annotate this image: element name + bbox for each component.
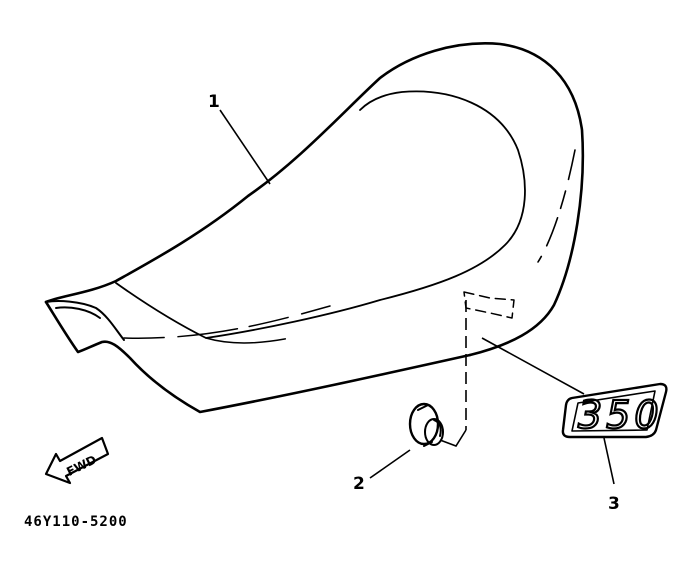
emblem-text: 350 xyxy=(578,393,663,437)
seat-surface-rear xyxy=(115,90,526,339)
fwd-arrow: FWD xyxy=(44,436,110,485)
seat-outline-bottom xyxy=(44,300,472,414)
seat-part xyxy=(44,42,585,414)
seat-front-lip xyxy=(45,300,125,341)
badge-mount-outline xyxy=(463,291,515,430)
badge-leader-line xyxy=(481,337,585,395)
grommet-flange xyxy=(417,404,433,447)
grommet-body xyxy=(408,402,440,446)
callout-3-leader xyxy=(603,437,615,485)
emblem-part: 350 xyxy=(561,382,668,439)
seat-outline-top xyxy=(44,42,585,357)
seat-side-line xyxy=(123,305,331,339)
grommet-hole xyxy=(433,419,442,437)
grommet-part xyxy=(408,402,467,447)
callout-3-label: 3 xyxy=(608,494,620,514)
seat-cushion-line xyxy=(205,337,291,344)
grommet-mount-line xyxy=(439,429,467,447)
fwd-arrow-outline xyxy=(44,436,110,485)
emblem-inner xyxy=(571,390,656,432)
seat-front-lip-inner xyxy=(55,306,101,319)
part-code: 46Y110-5200 xyxy=(24,514,128,530)
grommet-inner xyxy=(424,418,444,446)
emblem-outer xyxy=(561,382,668,439)
callout-1-label: 1 xyxy=(208,92,220,112)
callout-1-leader xyxy=(219,109,271,185)
callout-2-label: 2 xyxy=(353,474,365,494)
callout-2-leader xyxy=(369,449,411,479)
seat-rear-shading xyxy=(537,149,576,263)
